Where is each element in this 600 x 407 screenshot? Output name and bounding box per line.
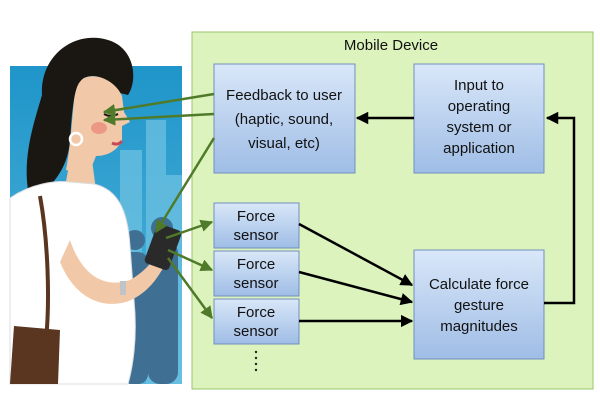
input-line-3: system or (446, 119, 511, 136)
feedback-line-3: visual, etc) (248, 135, 320, 152)
arrow-hand-to-sensor1 (165, 219, 214, 240)
force-sensor-box: Force sensor (213, 202, 300, 249)
sensor-2-line-2: sensor (233, 275, 278, 292)
input-line-1: Input to (454, 77, 504, 94)
input-line-2: operating (448, 98, 511, 115)
feedback-line-1: Feedback to user (226, 87, 342, 104)
arrow-calc-to-input (544, 111, 576, 305)
sensor-1-line-2: sensor (233, 227, 278, 244)
earring-icon (68, 131, 84, 147)
sensor-3-line-1: Force (237, 304, 275, 321)
feedback-line-2: (haptic, sound, (235, 111, 333, 128)
feedback-box: Feedback to user (haptic, sound, visual,… (213, 63, 356, 174)
calculate-box: Calculate force gesture magnitudes (413, 249, 545, 360)
woman-illustration (9, 37, 182, 385)
calculate-line-1: Calculate force (429, 276, 529, 293)
sensor-3-line-2: sensor (233, 323, 278, 340)
input-line-4: application (443, 140, 515, 157)
hair-icon (26, 37, 134, 201)
arrow-feedback-to-eye (102, 92, 215, 117)
calculate-line-2: gesture (454, 297, 504, 314)
force-sensor-box: Force sensor (213, 298, 300, 345)
force-sensor-box: Force sensor (213, 250, 300, 297)
arrow-hand-to-sensor2 (167, 248, 214, 272)
more-sensors-ellipsis (254, 350, 258, 372)
arrow-feedback-to-ear (102, 112, 215, 126)
calculate-line-3: magnitudes (440, 318, 518, 335)
arrow-feedback-to-hand (154, 137, 216, 234)
arrow-hand-to-sensor3 (166, 257, 214, 320)
mobile-device-title: Mobile Device (344, 37, 438, 54)
handbag-icon (10, 326, 60, 384)
arrow-sensor2-to-calc (298, 270, 414, 306)
sensor-2-line-1: Force (237, 256, 275, 273)
sensor-1-line-1: Force (237, 208, 275, 225)
arrow-sensor1-to-calc (298, 222, 414, 287)
input-os-box: Input to operating system or application (413, 63, 545, 174)
